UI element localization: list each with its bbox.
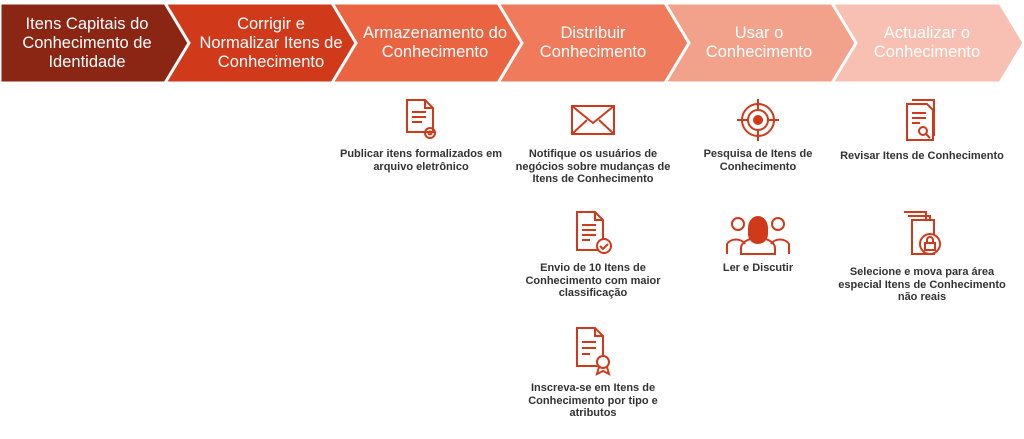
document-check-icon <box>576 211 612 254</box>
item-review: Revisar Itens de Conhecimento <box>837 98 1007 163</box>
item-read: Ler e Discutir <box>673 210 843 275</box>
item-move: Selecione e mova para área especial Iten… <box>837 210 1007 304</box>
document-certificate-icon <box>576 327 611 376</box>
item-text: Notifique os usuários de negócios sobre … <box>515 148 671 185</box>
item-text: Envio de 10 Itens de Conhecimento com ma… <box>525 262 661 299</box>
step-5-label: Usar o Conhecimento <box>705 24 813 61</box>
step-1-label: Itens Capitais do Conhecimento de Identi… <box>22 14 152 71</box>
target-icon <box>737 99 779 141</box>
document-search-icon <box>906 99 935 141</box>
item-top10: Envio de 10 Itens de Conhecimento com ma… <box>508 210 678 300</box>
item-search: Pesquisa de Itens de Conhecimento <box>673 98 843 173</box>
document-lock-icon <box>904 211 941 255</box>
group-icon <box>726 216 790 255</box>
item-publish: Publicar itens formalizados em arquivo e… <box>336 98 506 173</box>
document-gear-icon <box>406 99 436 139</box>
item-text: Publicar itens formalizados em arquivo e… <box>340 148 502 173</box>
item-notify: Notifique os usuários de negócios sobre … <box>508 98 678 186</box>
item-text: Revisar Itens de Conhecimento <box>840 150 1004 162</box>
item-text: Ler e Discutir <box>722 262 794 274</box>
envelope-icon <box>571 105 615 135</box>
step-6-label: Actualizar o Conhecimento <box>873 24 981 61</box>
process-chevrons <box>0 1 1024 85</box>
step-6-chevron <box>829 1 1024 85</box>
step-2-label: Corrigir e Normalizar Itens de Conhecime… <box>199 14 343 71</box>
item-text: Pesquisa de Itens de Conhecimento <box>703 148 813 173</box>
item-subscribe: Inscreva-se em Itens de Conhecimento por… <box>508 326 678 420</box>
step-3-label: Armazenamento do Conhecimento <box>363 24 507 61</box>
item-text: Selecione e mova para área especial Iten… <box>838 266 1006 303</box>
item-text: Inscreva-se em Itens de Conhecimento por… <box>528 382 658 419</box>
step-4-label: Distribuir Conhecimento <box>539 24 647 61</box>
